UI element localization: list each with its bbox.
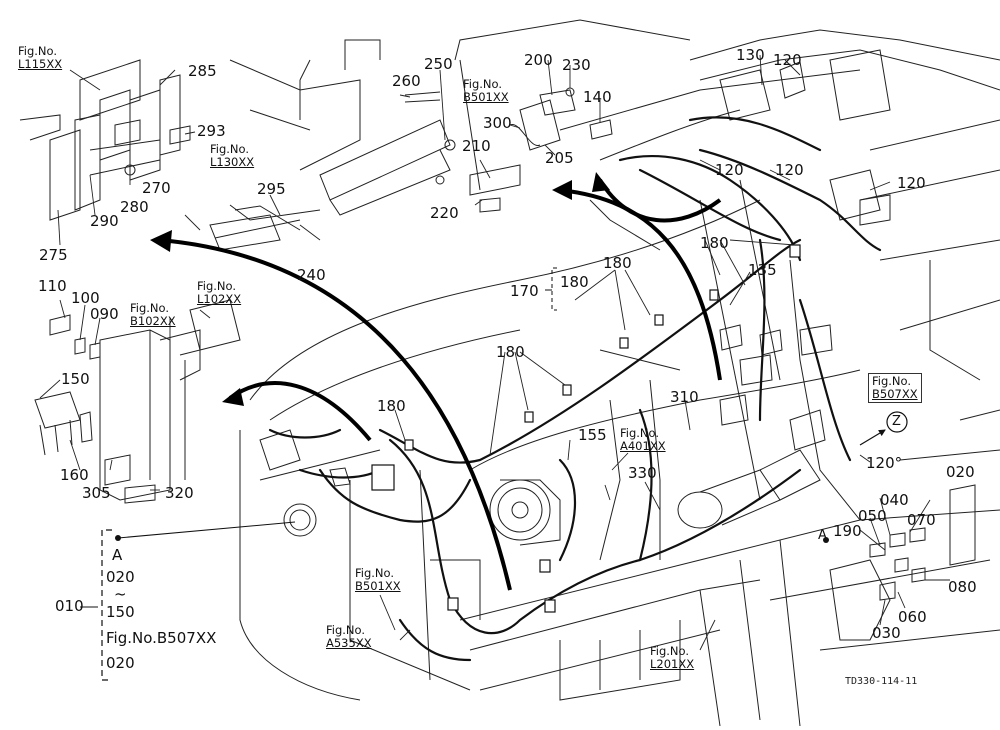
legend-last: 020 <box>106 654 135 672</box>
marker-a-right: A <box>818 528 827 543</box>
part-130: 130 <box>736 46 765 64</box>
fig-number: B102XX <box>130 314 176 328</box>
legend-from: 020 <box>106 568 135 586</box>
fig-prefix: Fig.No. <box>620 426 660 440</box>
fig-number: B501XX <box>355 579 401 593</box>
fig-prefix: Fig.No. <box>326 623 366 637</box>
part-020: 020 <box>946 463 975 481</box>
fig-number: L201XX <box>650 657 695 671</box>
fig-ref-l201: Fig.No. L201XX <box>650 645 694 671</box>
fig-number: A401XX <box>620 439 666 453</box>
legend-to: 150 <box>106 603 135 621</box>
part-090: 090 <box>90 305 119 323</box>
fig-prefix: Fig.No. <box>130 301 170 315</box>
fig-ref-b507: Fig.No. B507XX <box>868 373 922 403</box>
legend-a: A <box>112 546 123 564</box>
fig-number: A535XX <box>326 636 372 650</box>
marker-z: Z <box>892 414 901 429</box>
part-275: 275 <box>39 246 68 264</box>
fig-ref-l115: Fig.No. L115XX <box>18 45 62 71</box>
fig-ref-l102: Fig.No. L102XX <box>197 280 241 306</box>
part-050: 050 <box>858 507 887 525</box>
part-040: 040 <box>880 491 909 509</box>
fig-ref-b501-top: Fig.No. B501XX <box>463 78 509 104</box>
part-190: 190 <box>833 522 862 540</box>
part-220: 220 <box>430 204 459 222</box>
part-230: 230 <box>562 56 591 74</box>
part-240: 240 <box>297 266 326 284</box>
fig-prefix: Fig.No. <box>210 142 250 156</box>
part-290: 290 <box>90 212 119 230</box>
part-205: 205 <box>545 149 574 167</box>
part-155: 155 <box>578 426 607 444</box>
part-080: 080 <box>948 578 977 596</box>
part-160: 160 <box>60 466 89 484</box>
part-295: 295 <box>257 180 286 198</box>
fig-prefix: Fig.No. <box>650 644 690 658</box>
part-135: 135 <box>748 261 777 279</box>
part-250: 250 <box>424 55 453 73</box>
part-180-left: 180 <box>377 397 406 415</box>
legend-tilde: ~ <box>114 585 127 603</box>
part-285: 285 <box>188 62 217 80</box>
fig-ref-l130: Fig.No. L130XX <box>210 143 254 169</box>
fig-prefix: Fig.No. <box>463 77 503 91</box>
part-180-mid: 180 <box>603 254 632 272</box>
part-300: 300 <box>483 114 512 132</box>
legend-group-010: 010 <box>55 597 84 615</box>
drawing-code: TD330-114-11 <box>845 676 918 687</box>
part-310: 310 <box>670 388 699 406</box>
part-120-top: 120 <box>773 51 802 69</box>
part-180-group: 180 <box>560 273 589 291</box>
fig-prefix: Fig.No. <box>197 279 237 293</box>
fig-prefix: Fig.No. <box>18 44 58 58</box>
part-120-bottom: 120° <box>866 454 903 472</box>
part-180-upper: 180 <box>700 234 729 252</box>
part-170: 170 <box>510 282 539 300</box>
part-330: 330 <box>628 464 657 482</box>
part-320: 320 <box>165 484 194 502</box>
part-200: 200 <box>524 51 553 69</box>
part-120-right: 120 <box>897 174 926 192</box>
part-120-left: 120 <box>715 161 744 179</box>
fig-prefix: Fig.No. <box>872 374 912 388</box>
part-030: 030 <box>872 624 901 642</box>
fig-prefix: Fig.No. <box>355 566 395 580</box>
fig-ref-b102: Fig.No. B102XX <box>130 302 176 328</box>
part-060: 060 <box>898 608 927 626</box>
part-210: 210 <box>462 137 491 155</box>
fig-number: L130XX <box>210 155 255 169</box>
fig-number: L115XX <box>18 57 63 71</box>
fig-ref-a535: Fig.No. A535XX <box>326 624 372 650</box>
part-180-lower: 180 <box>496 343 525 361</box>
legend-ref: Fig.No.B507XX <box>106 629 217 647</box>
part-293: 293 <box>197 122 226 140</box>
part-260: 260 <box>392 72 421 90</box>
part-150: 150 <box>61 370 90 388</box>
fig-number: B501XX <box>463 90 509 104</box>
part-070: 070 <box>907 511 936 529</box>
part-280: 280 <box>120 198 149 216</box>
fig-number: L102XX <box>197 292 242 306</box>
part-120-mid: 120 <box>775 161 804 179</box>
fig-ref-a401: Fig.No. A401XX <box>620 427 666 453</box>
part-270: 270 <box>142 179 171 197</box>
fig-number: B507XX <box>872 387 918 401</box>
part-110: 110 <box>38 277 67 295</box>
part-140: 140 <box>583 88 612 106</box>
part-305: 305 <box>82 484 111 502</box>
fig-ref-b501-bottom: Fig.No. B501XX <box>355 567 401 593</box>
part-100: 100 <box>71 289 100 307</box>
